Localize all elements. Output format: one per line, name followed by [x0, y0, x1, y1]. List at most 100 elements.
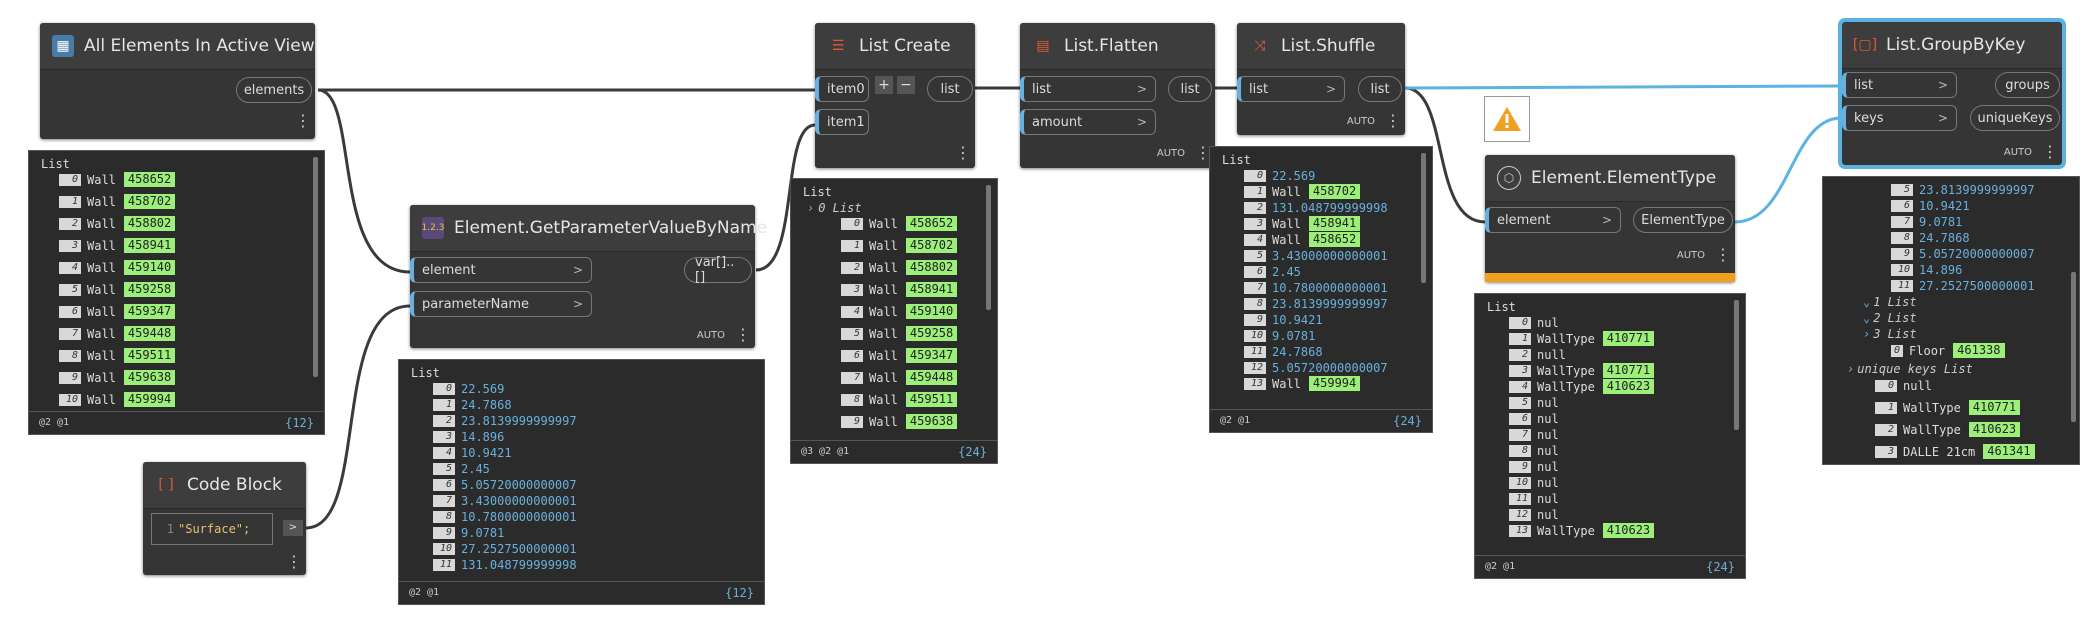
list-create-node[interactable]: ☰ List Create item0 item1 + − list ⋮	[815, 23, 975, 168]
value-label: Wall	[869, 260, 898, 275]
scrollbar[interactable]	[1734, 300, 1739, 430]
element-id-badge[interactable]: 461338	[1953, 343, 2005, 358]
port-label: keys	[1854, 110, 1884, 126]
index-label: 9	[1509, 460, 1531, 473]
get-parameter-node[interactable]: 1.2.3 Element.GetParameterValueByName el…	[410, 205, 767, 348]
element-type-output-port[interactable]: ElementType	[1633, 207, 1733, 233]
more-options-icon[interactable]: ⋮	[2042, 142, 2058, 161]
index-label: 7	[841, 371, 863, 384]
value-label: 9.0781	[1919, 214, 1963, 229]
elements-output-port[interactable]: elements	[236, 77, 312, 103]
list-output-port[interactable]: list	[927, 76, 973, 102]
value-label: Wall	[1272, 376, 1301, 391]
value-label: 22.569	[461, 381, 505, 396]
element-id-badge[interactable]: 459994	[123, 392, 176, 407]
code-block-node[interactable]: [ ] Code Block 1 "Surface"; > ⋮	[143, 462, 306, 575]
element-id-badge[interactable]: 459258	[905, 326, 958, 341]
element-id-badge[interactable]: 458802	[905, 260, 958, 275]
element-id-badge[interactable]: 458941	[905, 282, 958, 297]
element-id-badge[interactable]: 459994	[1308, 376, 1361, 391]
item1-input-port[interactable]: item1	[815, 109, 869, 135]
element-id-badge[interactable]: 459140	[123, 260, 176, 275]
index-label: 8	[59, 349, 81, 362]
warning-indicator[interactable]	[1484, 96, 1530, 142]
element-id-badge[interactable]: 459140	[905, 304, 958, 319]
more-options-icon[interactable]: ⋮	[1385, 111, 1401, 130]
element-id-badge[interactable]: 459511	[905, 392, 958, 407]
index-label: 5	[1244, 249, 1266, 262]
element-id-badge[interactable]: 459448	[905, 370, 958, 385]
more-options-icon[interactable]: ⋮	[735, 325, 751, 344]
groups-output-port[interactable]: groups	[1995, 72, 2060, 98]
keys-input-port[interactable]: keys>	[1842, 105, 1957, 131]
element-id-badge[interactable]: 459258	[123, 282, 176, 297]
element-id-badge[interactable]: 458702	[1308, 184, 1361, 199]
element-id-badge[interactable]: 458702	[123, 194, 176, 209]
scrollbar[interactable]	[986, 185, 991, 310]
element-id-badge[interactable]: 459511	[123, 348, 176, 363]
preview-title: List	[411, 366, 440, 380]
amount-input-port[interactable]: amount>	[1020, 109, 1156, 135]
parameter-name-input-port[interactable]: parameterName>	[410, 291, 592, 317]
element-id-badge[interactable]: 459638	[123, 370, 176, 385]
list-output-port[interactable]: list	[1168, 76, 1212, 102]
more-options-icon[interactable]: ⋮	[295, 111, 311, 130]
group-by-key-node[interactable]: [▢] List.GroupByKey list> keys> groups u…	[1838, 18, 2066, 169]
list-output-port[interactable]: list	[1358, 76, 1402, 102]
element-id-badge[interactable]: 458652	[123, 172, 176, 187]
element-id-badge[interactable]: 459347	[905, 348, 958, 363]
sublist-label: unique keys List	[1857, 361, 1973, 376]
node-title: List.Shuffle	[1281, 36, 1376, 56]
item0-input-port[interactable]: item0	[815, 76, 869, 102]
list-input-port[interactable]: list>	[1237, 76, 1345, 102]
all-elements-node[interactable]: ▦ All Elements In Active View elements ⋮	[40, 23, 315, 139]
scrollbar[interactable]	[1421, 153, 1426, 283]
remove-input-button[interactable]: −	[897, 76, 915, 94]
list-shuffle-node[interactable]: ⤨ List.Shuffle list> list AUTO ⋮	[1237, 23, 1405, 135]
element-id-badge[interactable]: 461341	[1983, 444, 2035, 459]
element-id-badge[interactable]: 458652	[1308, 232, 1361, 247]
element-id-badge[interactable]: 458941	[1308, 216, 1361, 231]
element-id-badge[interactable]: 410623	[1602, 523, 1655, 538]
element-input-port[interactable]: element>	[410, 257, 592, 283]
more-options-icon[interactable]: ⋮	[1195, 143, 1211, 162]
more-options-icon[interactable]: ⋮	[286, 552, 302, 571]
code-editor[interactable]: 1 "Surface";	[151, 513, 273, 545]
element-id-badge[interactable]: 410771	[1602, 363, 1655, 378]
var-output-port[interactable]: var[]..[]	[684, 255, 752, 285]
element-id-badge[interactable]: 458702	[905, 238, 958, 253]
scrollbar[interactable]	[313, 157, 318, 377]
element-id-badge[interactable]: 410623	[1602, 379, 1655, 394]
element-id-badge[interactable]: 459448	[123, 326, 176, 341]
element-input-port[interactable]: element>	[1485, 207, 1621, 233]
chevron-right-icon: >	[1136, 82, 1147, 96]
element-id-badge[interactable]: 410771	[1968, 400, 2021, 415]
index-label: 10	[433, 542, 455, 555]
list-input-port[interactable]: list>	[1842, 72, 1957, 98]
scrollbar[interactable]	[2071, 272, 2076, 422]
element-id-badge[interactable]: 458941	[123, 238, 176, 253]
list-input-port[interactable]: list>	[1020, 76, 1156, 102]
element-id-badge[interactable]: 459347	[123, 304, 176, 319]
element-id-badge[interactable]: 459638	[905, 414, 958, 429]
add-input-button[interactable]: +	[875, 76, 893, 94]
element-id-badge[interactable]: 410623	[1968, 422, 2021, 437]
list-flatten-node[interactable]: ▤ List.Flatten list> amount> list AUTO ⋮	[1020, 23, 1215, 168]
more-options-icon[interactable]: ⋮	[955, 143, 971, 162]
more-options-icon[interactable]: ⋮	[1715, 245, 1731, 264]
code-output-port[interactable]: >	[283, 520, 303, 536]
element-type-node[interactable]: ⬡ Element.ElementType element> ElementTy…	[1485, 155, 1735, 282]
element-id-badge[interactable]: 458802	[123, 216, 176, 231]
value-label: 23.8139999999997	[1919, 182, 2035, 197]
index-label: 6	[1509, 412, 1531, 425]
index-label: 1	[1244, 185, 1266, 198]
unique-keys-output-port[interactable]: uniqueKeys	[1970, 105, 2060, 131]
element-id-badge[interactable]: 410771	[1602, 331, 1655, 346]
element-id-badge[interactable]: 458652	[905, 216, 958, 231]
